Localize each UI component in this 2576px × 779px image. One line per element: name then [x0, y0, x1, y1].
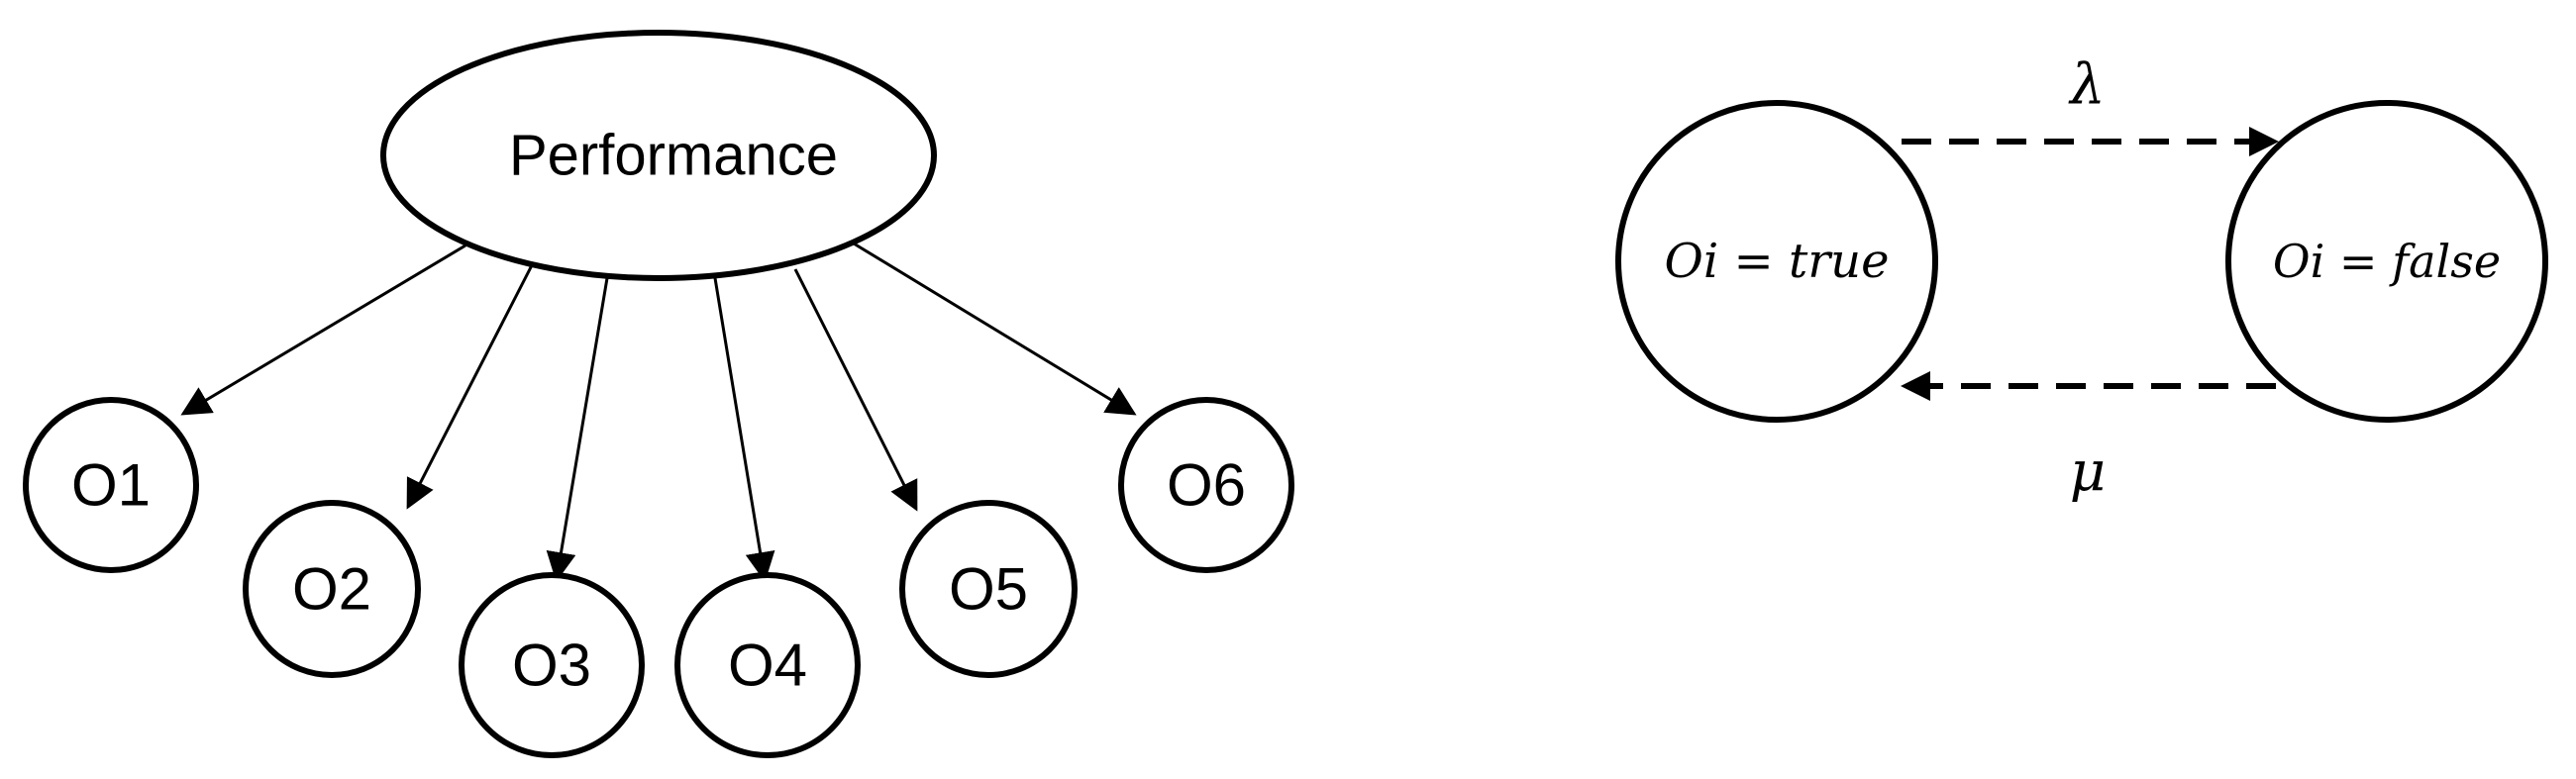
rate-mu-label: μ	[2070, 440, 2106, 505]
node-o2-label: O2	[292, 556, 371, 623]
node-o5-label: O5	[949, 556, 1028, 623]
performance-node: Performance	[380, 30, 937, 281]
state-transition-diagram: λ μ Oi = true Oi = false	[1615, 53, 2548, 505]
node-o3-label: O3	[512, 633, 591, 699]
state-node-false: Oi = false	[2225, 100, 2548, 423]
edge-performance-o2	[406, 264, 534, 510]
edge-performance-o4	[713, 277, 775, 582]
node-o3: O3	[459, 572, 645, 758]
node-o5: O5	[899, 500, 1078, 678]
state-true-label: Oi = true	[1665, 234, 1890, 289]
performance-tree: Performance O1 O2 O3 O4 O5 O6	[23, 30, 1294, 758]
edge-performance-o5	[793, 268, 918, 512]
node-o2: O2	[243, 500, 421, 678]
node-o4-label: O4	[728, 633, 807, 699]
edge-performance-o1	[180, 243, 466, 416]
rate-lambda-label: λ	[2068, 53, 2106, 118]
node-o1: O1	[23, 397, 199, 573]
node-o4: O4	[674, 572, 861, 758]
edge-performance-o6	[853, 242, 1137, 416]
edge-performance-o3	[546, 277, 609, 582]
performance-label: Performance	[509, 124, 838, 188]
node-o6: O6	[1118, 397, 1294, 573]
node-o1-label: O1	[71, 452, 151, 519]
node-o6-label: O6	[1167, 452, 1246, 519]
state-node-true: Oi = true	[1615, 100, 1938, 423]
state-false-label: Oi = false	[2273, 235, 2501, 288]
